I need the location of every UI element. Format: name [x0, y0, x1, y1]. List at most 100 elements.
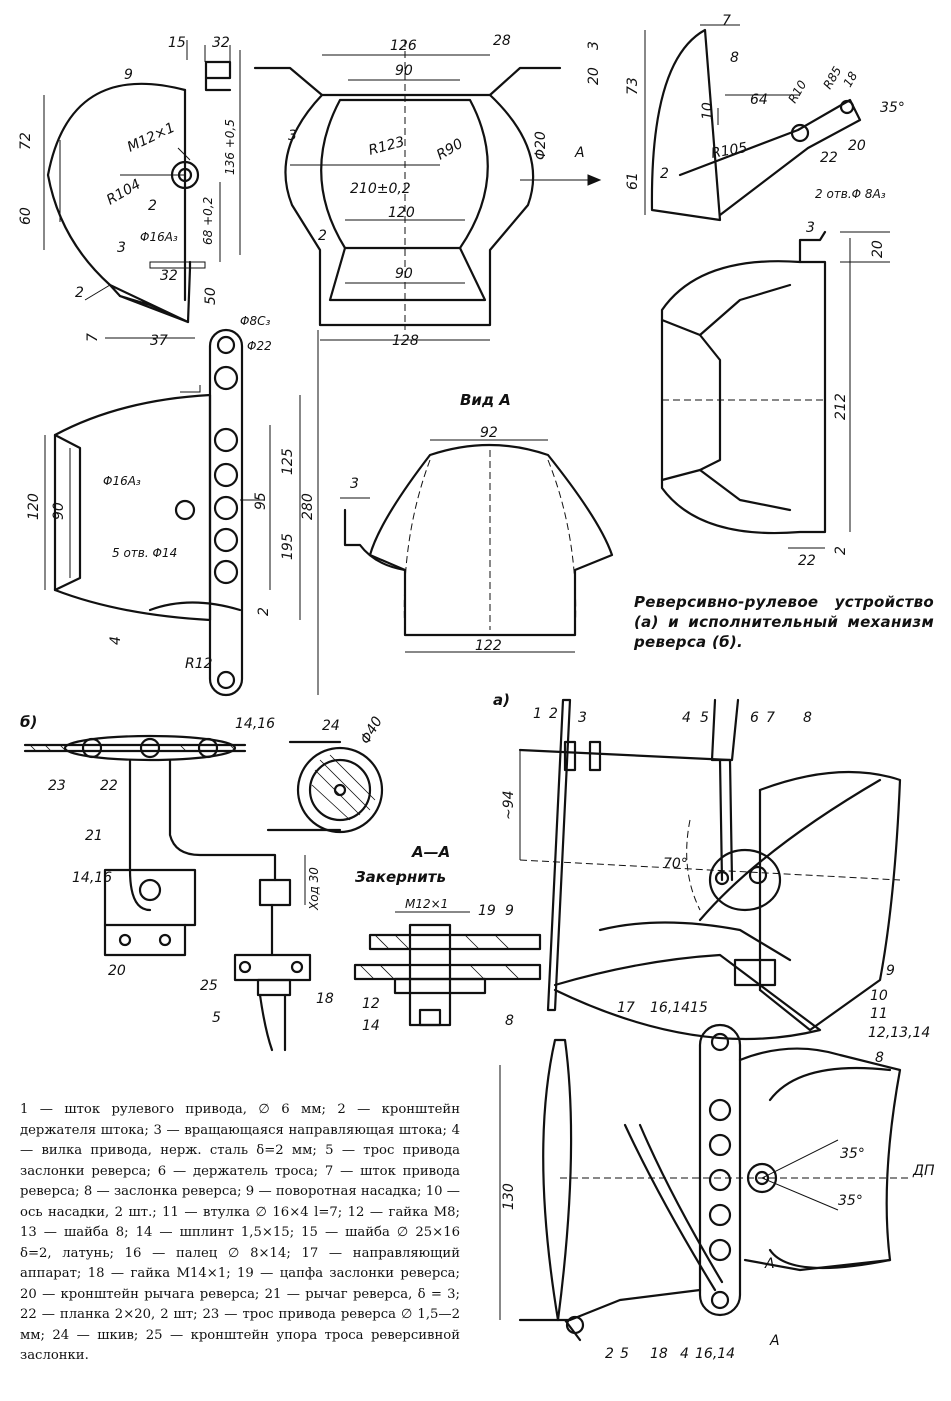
dim-18: 18 — [840, 69, 860, 90]
part-1: 1 — [533, 706, 542, 722]
dim-28: 28 — [493, 33, 511, 49]
label-a: а) — [493, 691, 510, 709]
pulley — [296, 746, 384, 834]
dim-r85: R85 — [820, 64, 844, 91]
zakernit-label: Закернить — [355, 868, 446, 886]
reverse-lever — [208, 328, 244, 697]
part-20: 20 — [108, 963, 126, 979]
arrow-a-top: А — [764, 1256, 775, 1272]
part-1614: 16,14 — [650, 1000, 690, 1016]
legend-item: 17 — направляющий аппарат; — [20, 1245, 460, 1282]
legend-item: 19 — цапфа заслонки реверса; — [237, 1266, 460, 1281]
dim-32b: 32 — [160, 268, 178, 284]
dim-16a: Φ16A₃ — [140, 230, 178, 244]
part-18: 18 — [316, 991, 334, 1007]
dim-35: 35° — [880, 100, 905, 116]
legend-item: 25 — кронштейн упора троса реверсивной з… — [20, 1327, 460, 1364]
lever-hole-1 — [790, 123, 810, 143]
dim-r123: R123 — [367, 134, 406, 159]
dim-22: 22 — [820, 150, 838, 166]
dim-120: 120 — [388, 205, 415, 221]
dim-35a: 35° — [840, 1146, 865, 1162]
dim-64: 64 — [750, 92, 768, 108]
dim-3: 3 — [586, 41, 602, 50]
dim-37: 37 — [150, 333, 168, 349]
legend-item: 21 — рычаг реверса, δ = 3; — [264, 1286, 460, 1302]
legend-item: 1 — шток рулевого привода, ∅ 6 мм; — [20, 1102, 338, 1117]
legend-item: 10 — ось насадки, 2 шт.; — [20, 1184, 460, 1220]
legend-item: 16 — палец ∅ 8×14; — [124, 1245, 302, 1261]
part-15: 15 — [690, 1000, 708, 1016]
dim-m12: M12×1 — [405, 897, 448, 911]
figure-caption: Реверсивно-рулевое устройство (а) и испо… — [634, 593, 934, 651]
legend-item: 5 — трос привода заслонки реверса; — [20, 1143, 460, 1179]
dim-phi40: Φ40 — [358, 714, 386, 747]
legend-item: 6 — держатель троса; — [157, 1163, 325, 1179]
dim-2: 2 — [660, 166, 669, 182]
dim-136: 136 +0,5 — [223, 119, 237, 175]
part-121314: 12,13,14 — [868, 1025, 930, 1041]
part-8: 8 — [730, 50, 739, 66]
dim-2: 2 — [318, 228, 327, 244]
dim-32: 32 — [212, 35, 230, 51]
dim-r90: R90 — [434, 136, 466, 164]
part-14: 14 — [362, 1018, 380, 1034]
part-5: 5 — [212, 1010, 221, 1026]
dim-73: 73 — [625, 77, 641, 95]
flap-3d-view: 3 20 212 22 2 — [660, 220, 890, 569]
dim-2b: 2 — [75, 285, 84, 301]
assembly-a: а) 1 2 3 4 5 6 7 8 ~94 70° 9 16,14 15 17… — [493, 691, 935, 1362]
part-10: 10 — [870, 988, 888, 1004]
dim-125: 125 — [280, 448, 296, 475]
part-5: 5 — [700, 710, 709, 726]
lever-hole-2 — [839, 99, 855, 115]
dim-92: 92 — [480, 425, 498, 441]
dim-phi22: Φ22 — [247, 339, 272, 353]
part-1614b: 16,14 — [695, 1346, 735, 1362]
arrow-a: А — [574, 145, 585, 161]
legend-item: 23 — трос привода реверса ∅ 1,5—2 мм; — [20, 1307, 460, 1343]
legend-item: 3 — вращающаяся направляющая штока; — [153, 1122, 452, 1138]
label-b: б) — [20, 713, 37, 731]
dim-phi16: Φ16A₃ — [103, 474, 141, 488]
dim-122: 122 — [475, 638, 502, 654]
dim-10: 10 — [700, 102, 716, 120]
dim-r104: R104 — [104, 176, 144, 208]
dim-72: 72 — [18, 132, 34, 150]
dim-130: 130 — [501, 1183, 517, 1210]
legend-item: 22 — планка 2×20, 2 шт; — [20, 1307, 203, 1322]
section-aa-label: А—А — [411, 843, 450, 861]
part-22: 22 — [100, 778, 118, 794]
part-11: 11 — [870, 1006, 888, 1022]
dim-50: 50 — [203, 287, 219, 305]
dim-90: 90 — [395, 63, 413, 79]
legend-item: 14 — шплинт 1,5×15; — [135, 1225, 302, 1240]
nozzle-top-view: 126 28 3 20 90 R123 R90 Φ20 210±0,2 120 … — [253, 33, 602, 349]
dim-94: ~94 — [501, 790, 517, 820]
vid-a-label: Вид А — [460, 391, 511, 409]
dim-holes: 5 отв. Φ14 — [112, 546, 177, 560]
part-9: 9 — [124, 67, 133, 83]
part-4b: 4 — [680, 1346, 689, 1362]
part-2b: 2 — [605, 1346, 614, 1362]
dim-20: 20 — [586, 67, 602, 85]
legend-item: 11 — втулка ∅ 16×4 l=7; — [162, 1204, 348, 1220]
dim-195: 195 — [280, 533, 296, 560]
dim-120: 120 — [26, 493, 42, 520]
view-a: Вид А 92 3 122 — [340, 391, 614, 654]
part-9: 9 — [886, 963, 895, 979]
dim-95: 95 — [253, 492, 269, 510]
part-17: 17 — [617, 1000, 635, 1016]
section-aa: А—А Закернить M12×1 19 9 12 8 14 — [353, 843, 542, 1034]
dim-phi8: Φ8C₃ — [240, 314, 270, 328]
dim-4: 4 — [108, 636, 124, 645]
flap-lever-view: 7 8 73 10 64 R10 R85 18 35° R105 61 2 22… — [625, 13, 905, 222]
part-4: 4 — [682, 710, 691, 726]
parts-legend: 1 — шток рулевого привода, ∅ 6 мм; 2 — к… — [20, 1100, 460, 1367]
dim-3: 3 — [350, 476, 359, 492]
legend-item: 18 — гайка М14×1; — [87, 1266, 238, 1281]
flap-side-view: 15 32 9 72 60 136 +0,5 M12×1 R104 2 68 +… — [18, 35, 241, 349]
legend-item: 8 — заслонка реверса; — [83, 1184, 246, 1199]
dim-r105: R105 — [710, 140, 749, 162]
dim-90b: 90 — [395, 266, 413, 282]
